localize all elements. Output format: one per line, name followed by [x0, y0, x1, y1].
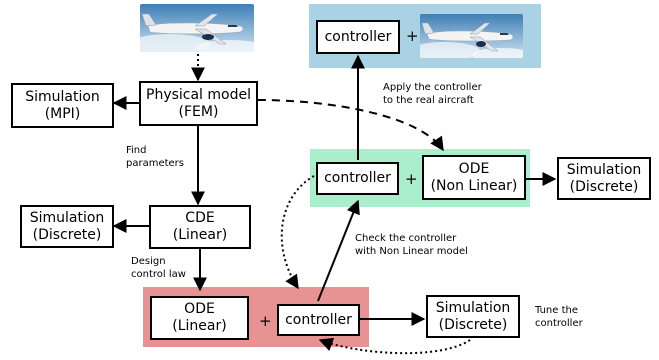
box-line2: (Linear) [172, 227, 228, 243]
apply-controller-label: Apply the controller to the real aircraf… [383, 81, 482, 107]
box-line2: (Non Linear) [430, 177, 518, 194]
box-line1: Simulation [25, 88, 100, 105]
box-line2: (FEM) [178, 103, 219, 120]
controller-middle-box: controller [316, 162, 399, 195]
label-line: control law [131, 269, 186, 280]
box-line1: controller [324, 170, 391, 186]
controller-top-box: controller [316, 20, 400, 54]
label-line: parameters [126, 158, 185, 169]
check-controller-label: Check the controller with Non Linear mod… [355, 232, 468, 258]
box-line1: ODE [458, 160, 490, 177]
plus-sign: + [406, 27, 419, 45]
simulation-mpi-box: Simulation (MPI) [11, 83, 114, 128]
box-line1: Simulation [566, 161, 642, 178]
box-line1: ODE [184, 301, 215, 317]
simulation-discrete-left-box: Simulation (Discrete) [20, 205, 114, 248]
box-line1: controller [324, 28, 392, 45]
airplane-image [420, 14, 523, 58]
airplane-image [140, 4, 254, 52]
cde-linear-box: CDE (Linear) [149, 205, 251, 249]
plus-sign: + [405, 170, 418, 188]
ode-nonlinear-box: ODE (Non Linear) [422, 155, 526, 200]
label-line: Apply the controller [383, 82, 482, 93]
box-line1: controller [285, 311, 352, 328]
box-line1: Simulation [29, 209, 105, 226]
controller-bottom-box: controller [277, 304, 360, 336]
simulation-discrete-right-box: Simulation (Discrete) [557, 157, 651, 200]
label-line: Check the controller [355, 233, 457, 244]
label-line: controller [535, 318, 583, 329]
tune-controller-label: Tune the controller [535, 304, 583, 330]
label-line: to the real aircraft [383, 95, 474, 106]
ode-linear-box: ODE (Linear) [150, 296, 249, 340]
box-line2: (Discrete) [569, 178, 639, 195]
label-line: Tune the [535, 305, 579, 316]
box-line2: (MPI) [44, 105, 81, 122]
physical-model-box: Physical model (FEM) [139, 81, 258, 126]
box-line1: Simulation [435, 299, 511, 316]
label-line: Find [126, 145, 147, 156]
label-line: Design [131, 256, 166, 267]
find-parameters-label: Find parameters [126, 144, 184, 170]
plus-sign: + [259, 312, 272, 330]
label-line: with Non Linear model [355, 246, 468, 257]
simulation-discrete-bottom-box: Simulation (Discrete) [426, 295, 520, 338]
box-line2: (Discrete) [32, 226, 102, 243]
box-line1: Physical model [146, 86, 251, 103]
design-control-law-label: Design control law [131, 255, 186, 281]
box-line1: CDE [185, 210, 215, 226]
box-line2: (Discrete) [438, 316, 508, 333]
box-line2: (Linear) [172, 318, 227, 334]
